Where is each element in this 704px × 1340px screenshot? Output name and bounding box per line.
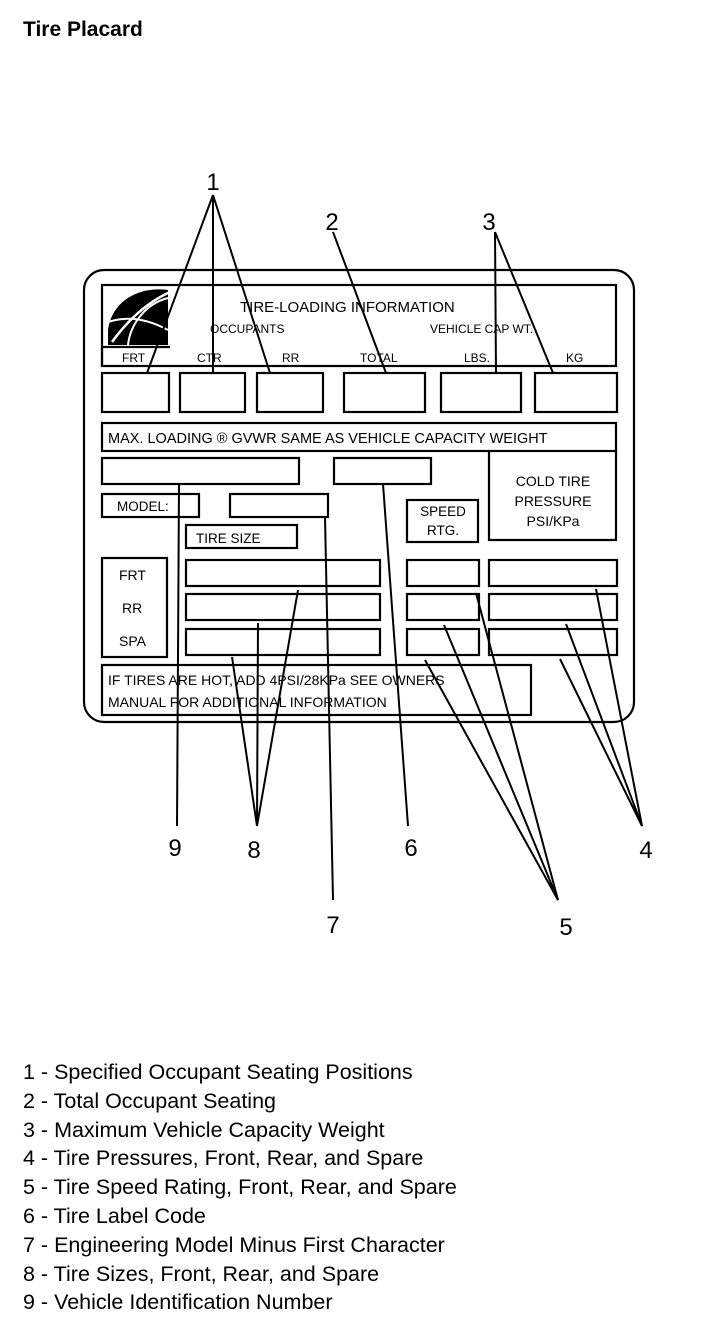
- col-label-frt: FRT: [122, 351, 146, 365]
- brand-logo: [104, 287, 171, 346]
- speed-label-line1: SPEED: [420, 504, 466, 519]
- legend-item: 7 - Engineering Model Minus First Charac…: [23, 1232, 445, 1257]
- callout-5: 5: [559, 914, 572, 941]
- row-label-frt: FRT: [119, 567, 146, 583]
- tire-size-rear: [184, 592, 382, 622]
- lbs-box: [439, 371, 523, 414]
- cold-tire-panel: [487, 451, 618, 542]
- cold-tire-line1: COLD TIRE: [516, 473, 590, 489]
- speed-label-line2: RTG.: [427, 523, 459, 538]
- page-title: Tire Placard: [23, 18, 143, 41]
- row-label-rr: RR: [122, 600, 142, 616]
- col-label-ctr: CTR: [197, 351, 222, 365]
- legend-item: 5 - Tire Speed Rating, Front, Rear, and …: [23, 1175, 457, 1200]
- tire-size-spare: [184, 627, 382, 657]
- col-label-lbs: LBS.: [464, 351, 490, 365]
- row-label-spa: SPA: [119, 633, 147, 649]
- legend-list: 1 - Specified Occupant Seating Positions…: [23, 1058, 457, 1317]
- max-loading-text: MAX. LOADING ® GVWR SAME AS VEHICLE CAPA…: [108, 431, 548, 447]
- row-labels-box: [100, 556, 169, 659]
- legend-item: 1 - Specified Occupant Seating Positions: [23, 1060, 413, 1084]
- speed-rating-label-box: [405, 498, 480, 544]
- cold-tire-line2: PRESSURE: [514, 493, 591, 509]
- tire-size-front: [184, 558, 382, 588]
- tire-size-label-box: [184, 523, 299, 550]
- speed-rating-spare: [405, 627, 481, 657]
- cold-tire-line3: PSI/KPa: [527, 513, 580, 529]
- callout-8: 8: [247, 837, 260, 864]
- frt-occupant-box: [100, 371, 171, 414]
- vin-box: [100, 456, 301, 486]
- vehicle-cap-label: VEHICLE CAP WT.: [430, 322, 533, 336]
- hot-tire-note-line1: IF TIRES ARE HOT, ADD 4PSI/28KPa SEE OWN…: [108, 672, 445, 688]
- callout-1: 1: [206, 169, 219, 196]
- col-label-total: TOTAL: [360, 351, 398, 365]
- col-label-kg: KG: [566, 351, 583, 365]
- header-title: TIRE-LOADING INFORMATION: [240, 299, 455, 316]
- engineering-model-box: [228, 492, 330, 519]
- callout-2: 2: [325, 209, 338, 236]
- tire-placard-diagram: TIRE-LOADING INFORMATION OCCUPANTS VEHIC…: [82, 169, 653, 941]
- model-label-box: [100, 492, 201, 519]
- model-label: MODEL:: [117, 499, 169, 514]
- legend-item: 6 - Tire Label Code: [23, 1203, 206, 1228]
- tire-label-code-box: [332, 456, 433, 486]
- max-loading-box: [100, 421, 618, 453]
- callout-3: 3: [482, 209, 495, 236]
- header-box: [100, 283, 618, 368]
- pressure-front: [487, 558, 619, 588]
- callout-7: 7: [326, 912, 339, 939]
- speed-rating-front: [405, 558, 481, 588]
- hot-tire-note-line2: MANUAL FOR ADDITIONAL INFORMATION: [108, 694, 387, 710]
- hot-tire-note-box: [100, 663, 533, 717]
- callout-6: 6: [404, 835, 417, 862]
- callout-9: 9: [168, 835, 181, 862]
- legend-item: 2 - Total Occupant Seating: [23, 1088, 276, 1113]
- total-occupant-box: [342, 371, 427, 414]
- pressure-rear: [487, 592, 619, 622]
- speed-rating-rear: [405, 592, 481, 622]
- occupants-label: OCCUPANTS: [210, 322, 284, 336]
- kg-box: [533, 371, 619, 414]
- legend-item: 3 - Maximum Vehicle Capacity Weight: [23, 1117, 385, 1142]
- leader-lines: [146, 194, 643, 901]
- pressure-spare: [487, 627, 619, 657]
- rr-occupant-box: [255, 371, 325, 414]
- callout-4: 4: [639, 837, 652, 864]
- ctr-occupant-box: [178, 371, 247, 414]
- legend-item: 9 - Vehicle Identification Number: [23, 1290, 333, 1315]
- placard-border: [82, 268, 636, 724]
- col-label-rr: RR: [282, 351, 300, 365]
- legend-item: 8 - Tire Sizes, Front, Rear, and Spare: [23, 1261, 380, 1286]
- tire-size-label: TIRE SIZE: [196, 531, 261, 546]
- legend-item: 4 - Tire Pressures, Front, Rear, and Spa…: [23, 1146, 424, 1171]
